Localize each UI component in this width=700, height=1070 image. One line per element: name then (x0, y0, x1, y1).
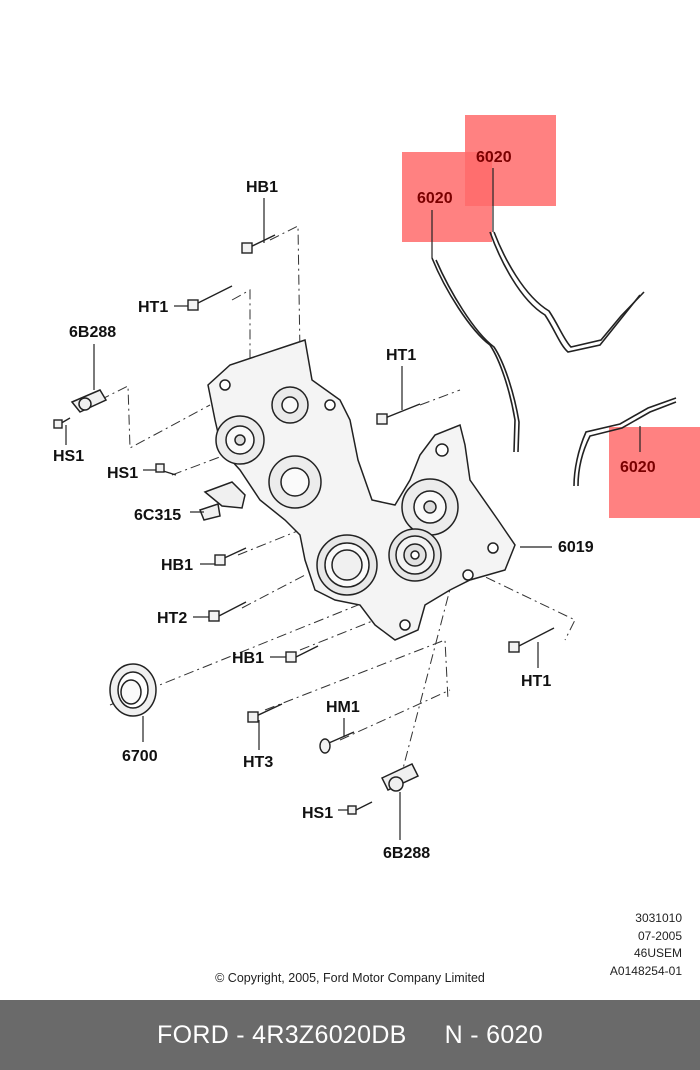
label-hb1-mid: HB1 (161, 557, 193, 574)
meta-line: 46USEM (633, 946, 682, 960)
drawing-meta: 3031010 07-2005 46USEM A0148254-01 (610, 910, 682, 980)
label-ht1-left: HT1 (138, 299, 168, 316)
label-ht3: HT3 (243, 754, 273, 771)
sensors-seal-bracket (70, 389, 420, 792)
label-6020-b: 6020 (476, 149, 512, 166)
part-number-footer: FORD - 4R3Z6020DB N - 6020 (0, 1000, 700, 1070)
highlight-6020-b (465, 115, 556, 206)
label-hs1-mid: HS1 (107, 465, 138, 482)
label-ht2: HT2 (157, 610, 187, 627)
label-6700: 6700 (122, 748, 158, 765)
label-6020-a: 6020 (417, 190, 453, 207)
label-6019: 6019 (558, 539, 594, 556)
bolts (53, 234, 555, 815)
label-hb1-low: HB1 (232, 650, 264, 667)
label-6020-c: 6020 (620, 459, 656, 476)
label-6b288-top: 6B288 (69, 324, 116, 341)
label-hm1: HM1 (326, 699, 360, 716)
label-6b288-low: 6B288 (383, 845, 430, 862)
footer-part-number: FORD - 4R3Z6020DB (157, 1020, 407, 1049)
label-hs1-low: HS1 (302, 805, 333, 822)
label-hs1-left: HS1 (53, 448, 84, 465)
gasket-strips (431, 231, 677, 487)
timing-cover-exploded-diagram: HB1 HT1 6B288 HS1 HS1 6C315 HB1 HT2 HB1 … (53, 115, 700, 862)
meta-line: A0148254-01 (609, 963, 682, 978)
label-6c315: 6C315 (134, 507, 181, 524)
meta-line: 07-2005 (637, 928, 682, 943)
label-ht1-right-top: HT1 (386, 347, 416, 364)
label-hb1-top: HB1 (246, 179, 278, 196)
highlight-6020-c (609, 427, 700, 518)
footer-reference: N - 6020 (444, 1020, 543, 1049)
meta-line: 3031010 (635, 911, 682, 925)
label-ht1-right-low: HT1 (521, 673, 551, 690)
leader-lines (65, 168, 641, 840)
timing-cover (207, 339, 516, 641)
copyright-text: © Copyright, 2005, Ford Motor Company Li… (215, 971, 485, 985)
